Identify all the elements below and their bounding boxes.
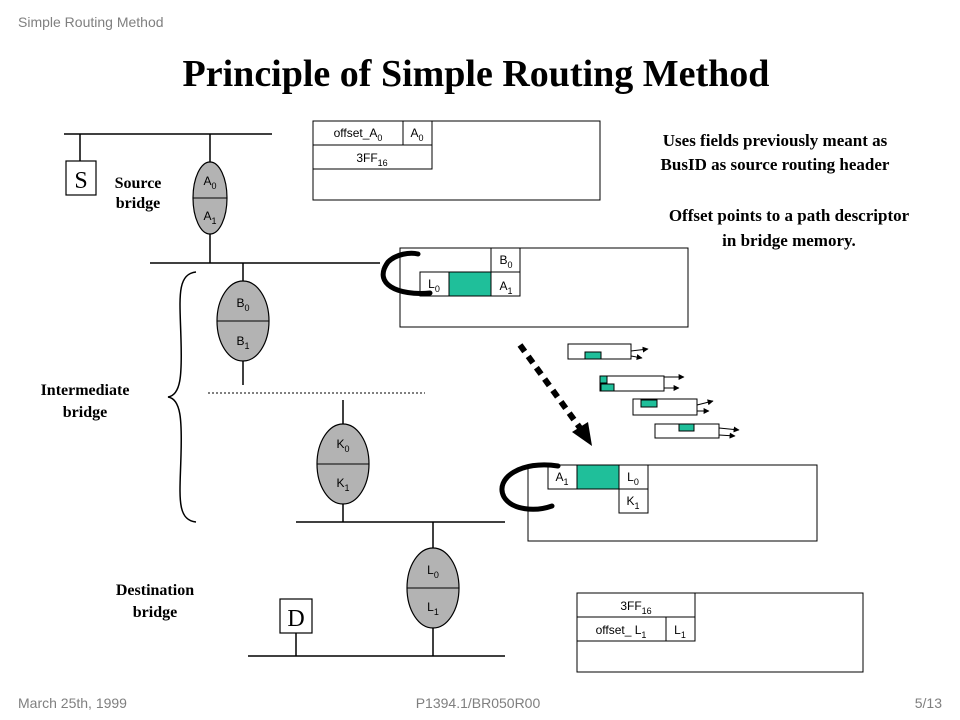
bridge-b-portal-1: B1 bbox=[236, 334, 249, 351]
packet-source: offset_A0 A0 3FF16 bbox=[312, 120, 601, 201]
footer-date: March 25th, 1999 bbox=[18, 695, 127, 711]
bridge-a: A0 A1 bbox=[192, 161, 228, 235]
intermediate-bridge-label-2: bridge bbox=[63, 404, 107, 421]
packet-destination: 3FF16 offset_ L1 L1 bbox=[576, 592, 864, 673]
intermediate-brace bbox=[167, 271, 197, 523]
source-bridge-label-2: bridge bbox=[116, 195, 160, 212]
packet-bridge-k-left: A1 bbox=[555, 470, 568, 487]
bus-lines bbox=[64, 133, 505, 657]
destination-node-label: D bbox=[287, 606, 304, 632]
note-line-3: Offset points to a path descriptor bbox=[669, 206, 910, 225]
packet-source-value: 3FF16 bbox=[356, 151, 387, 168]
packet-bridge-b: B0 L0 A1 bbox=[399, 247, 689, 328]
packet-destination-offset: offset_ L1 bbox=[596, 623, 647, 640]
bridge-a-portal-0: A0 bbox=[203, 174, 216, 191]
running-title: Simple Routing Method bbox=[18, 14, 164, 30]
packet-destination-value: 3FF16 bbox=[620, 599, 651, 616]
note-line-1: Uses fields previously meant as bbox=[663, 131, 888, 150]
rotation-arrow-b bbox=[380, 250, 433, 296]
note-line-2: BusID as source routing header bbox=[661, 155, 890, 174]
destination-bridge-label-1: Destination bbox=[116, 582, 194, 599]
bridge-k-portal-0: K0 bbox=[336, 437, 349, 454]
source-node-label: S bbox=[74, 168, 87, 194]
footer-page: 5/13 bbox=[915, 695, 942, 711]
bridge-k: K0 K1 bbox=[316, 423, 370, 505]
dotted-flow-arrow bbox=[517, 343, 592, 446]
packet-source-offset: offset_A0 bbox=[334, 126, 383, 143]
packet-bridge-k-bottom-right: K1 bbox=[626, 494, 639, 511]
packet-bridge-b-right: A1 bbox=[499, 279, 512, 296]
packet-source-addr: A0 bbox=[410, 126, 423, 143]
packet-bridge-b-left: L0 bbox=[428, 277, 440, 294]
footer-doc-id: P1394.1/BR050R00 bbox=[416, 695, 541, 711]
note-line-4: in bridge memory. bbox=[722, 231, 856, 250]
source-node: S bbox=[65, 160, 97, 196]
packet-bridge-k-top-right: L0 bbox=[627, 470, 639, 487]
slide-title: Principle of Simple Routing Method bbox=[183, 53, 770, 95]
destination-node: D bbox=[279, 598, 313, 634]
bridge-b: B0 B1 bbox=[216, 280, 270, 362]
packet-bridge-k: A1 L0 K1 bbox=[527, 464, 818, 542]
bridge-l: L0 L1 bbox=[406, 547, 460, 629]
source-bridge-label-1: Source bbox=[115, 175, 162, 192]
bridge-b-portal-0: B0 bbox=[236, 296, 249, 313]
rotation-arrow-k bbox=[499, 462, 561, 512]
bridge-l-portal-1: L1 bbox=[427, 600, 439, 617]
packet-bridge-b-top: B0 bbox=[499, 253, 512, 270]
mini-packets bbox=[567, 343, 740, 439]
bridge-k-portal-1: K1 bbox=[336, 476, 349, 493]
bridge-l-portal-0: L0 bbox=[427, 563, 439, 580]
packet-destination-addr: L1 bbox=[674, 623, 686, 640]
destination-bridge-label-2: bridge bbox=[133, 604, 177, 621]
bridge-a-portal-1: A1 bbox=[203, 209, 216, 226]
intermediate-bridge-label-1: Intermediate bbox=[41, 382, 130, 399]
